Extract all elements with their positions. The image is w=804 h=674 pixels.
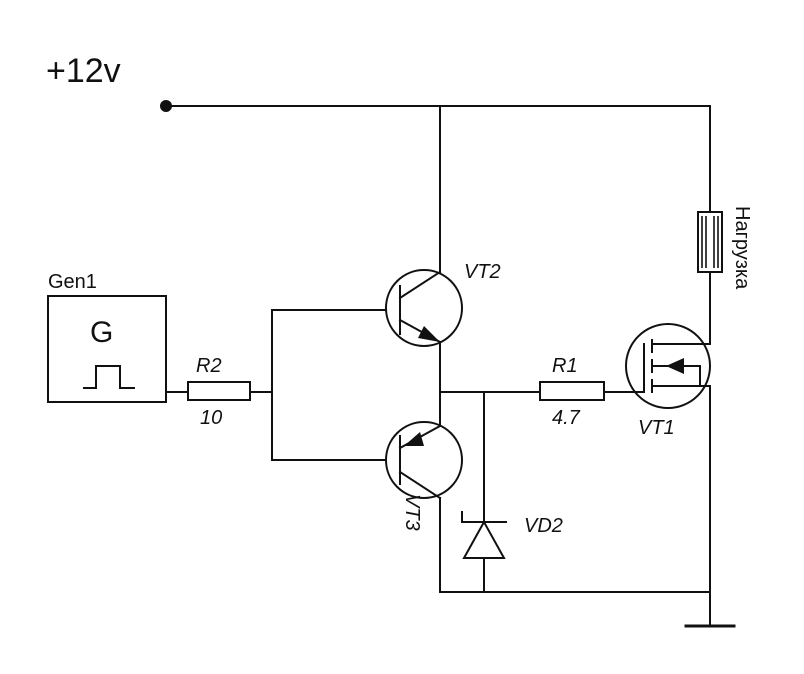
generator-name: Gen1 (48, 271, 97, 293)
vt3-label: VT3 (401, 494, 423, 531)
zener-diode-vd2: VD2 (461, 391, 563, 593)
vt2-label: VT2 (464, 261, 501, 283)
supply-rail: +12v (46, 52, 711, 112)
r1-ref: R1 (552, 355, 578, 377)
r2-value: 10 (200, 407, 222, 429)
load-label: Нагрузка (731, 206, 753, 290)
pulse-waveform-icon (83, 365, 135, 389)
supply-label: +12v (46, 52, 121, 90)
mosfet-vt1: VT1 (625, 323, 711, 439)
r1-value: 4.7 (552, 407, 581, 429)
transistor-vt3: VT3 (385, 421, 463, 593)
resistor-r1: R1 4.7 (539, 355, 631, 429)
vd2-label: VD2 (524, 515, 563, 537)
ground (439, 391, 736, 628)
load-resistor: Нагрузка (697, 105, 753, 341)
resistor-r2: R2 10 (187, 355, 273, 429)
r2-ref: R2 (196, 355, 222, 377)
generator-gen1: Gen1 G (47, 271, 189, 403)
generator-symbol: G (90, 316, 113, 349)
vt1-label: VT1 (638, 417, 675, 439)
transistor-vt2: VT2 (385, 105, 501, 347)
